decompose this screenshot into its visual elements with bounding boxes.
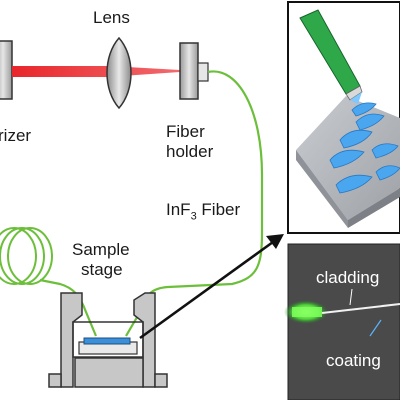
blue-microstructures [329, 102, 400, 194]
lens-label: Lens [93, 8, 130, 27]
sample-stage-label-line1: Sample [72, 240, 130, 259]
coating-pointer [369, 319, 382, 337]
polarizer-label: rizer [0, 126, 32, 145]
lens-shape [106, 36, 132, 110]
fiber-holder-block [179, 42, 199, 100]
inf3-fiber-label: InF3 Fiber [166, 200, 240, 226]
inf3-fiber-tail: Fiber [196, 200, 241, 219]
sample-stage-label-line2: stage [81, 260, 123, 279]
inf3-fiber-subscript: 3 [190, 210, 197, 223]
fiber-coil [0, 227, 53, 285]
pen-icon [299, 9, 363, 104]
fiber-holder-tip [197, 62, 209, 82]
sample-stage [48, 292, 168, 388]
polarizer-block [0, 40, 13, 100]
cladding-label: cladding [316, 268, 380, 287]
cladding-pointer [349, 288, 353, 306]
pointer-arrow-head [266, 234, 284, 249]
pointer-arrow-line [139, 240, 274, 340]
coating-label: coating [326, 351, 381, 370]
fiber-core-line [321, 303, 400, 314]
sample-slide [83, 337, 131, 345]
microstructure-panel [287, 1, 400, 234]
inf3-fiber [125, 70, 264, 337]
inf3-fiber-main: InF [166, 200, 191, 219]
fiber-holder-label-line1: Fiber [166, 122, 205, 141]
fiber-photo-panel [284, 243, 400, 401]
laser-beam [12, 66, 180, 77]
fiber-holder-label-line2: holder [166, 142, 214, 161]
